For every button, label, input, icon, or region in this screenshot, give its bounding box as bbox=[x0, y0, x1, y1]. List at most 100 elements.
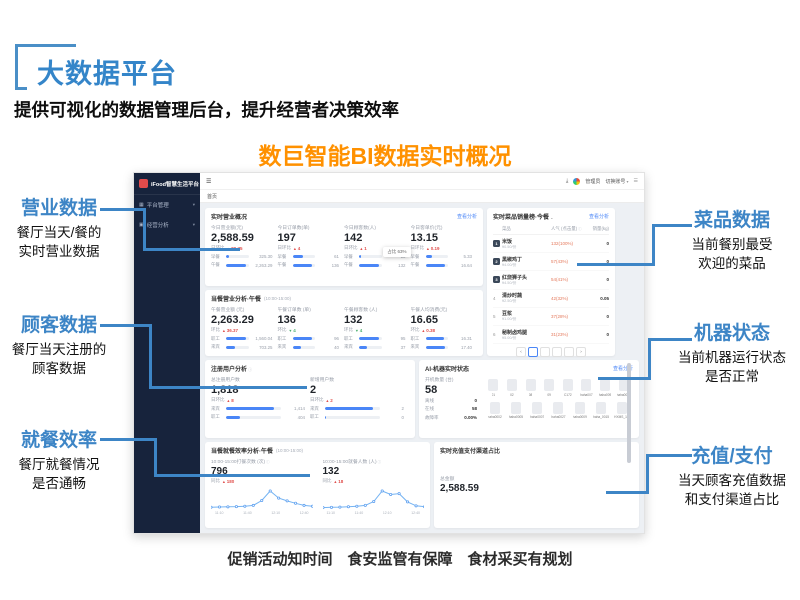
dish-sales-cell: 0 bbox=[606, 313, 609, 319]
page-number-button[interactable] bbox=[540, 347, 550, 358]
sidebar-item-label: 经营分析 bbox=[146, 223, 169, 229]
callout-recharge-payment: 充值/支付 当天顾客充值数据 和支付渠道占比 bbox=[662, 441, 800, 510]
table-row[interactable]: 2 黑椒鸡丁¥4.00/份 57(43%) 0 bbox=[493, 253, 609, 272]
metric-label: 午餐顾客数 (人) bbox=[344, 308, 378, 313]
connector-line bbox=[100, 324, 152, 327]
download-icon[interactable] bbox=[566, 178, 568, 185]
bar-label: 午餐 bbox=[344, 262, 353, 267]
callout-title: 充值/支付 bbox=[691, 446, 773, 467]
panel-payment-channels: 实时充值支付渠道占比 总金额 2,588.59 bbox=[434, 442, 639, 528]
menu-collapse-icon[interactable] bbox=[206, 178, 211, 185]
dish-sales-cell: 0 bbox=[606, 241, 609, 247]
dashboard-main: 管理员 切换账号 首页 实时营业概况 查看分析 bbox=[200, 173, 644, 533]
bar-value: 2 bbox=[401, 406, 404, 411]
connector-line bbox=[598, 377, 651, 380]
page-subtitle: 提供可视化的数据管理后台，提升经营者决策效率 bbox=[14, 100, 399, 120]
bar-fill bbox=[425, 255, 433, 258]
username[interactable]: 管理员 bbox=[585, 178, 601, 185]
scrollbar-thumb[interactable] bbox=[627, 363, 631, 463]
bar-value: 325.30 bbox=[259, 254, 273, 259]
page-number-button[interactable] bbox=[564, 347, 574, 358]
bar-fill bbox=[292, 255, 303, 258]
topbar-right: 管理员 切换账号 bbox=[566, 177, 638, 185]
callout-desc: 餐厅当天/餐的 实时营业数据 bbox=[16, 225, 102, 259]
next-page-button[interactable] bbox=[576, 347, 586, 358]
bar-fill bbox=[325, 407, 374, 410]
trend-arrow-icon: ▲ bbox=[333, 479, 338, 484]
view-analysis-link[interactable]: 查看分析 bbox=[588, 214, 609, 220]
chart-trend: 同比 ▲18 bbox=[323, 478, 425, 484]
page-number-button[interactable] bbox=[528, 347, 538, 358]
trend-label: 日环比 bbox=[310, 397, 324, 402]
machine-id: 08 bbox=[528, 392, 533, 397]
metric-cell: 午餐顾客数 (人) 132 环比 ▼4 职工 95 来宾 37 bbox=[344, 306, 411, 350]
rank-badge: 2 bbox=[493, 258, 500, 266]
bar-track bbox=[425, 337, 448, 340]
tab-home[interactable]: 首页 bbox=[207, 193, 218, 200]
topbar: 管理员 切换账号 bbox=[200, 173, 644, 190]
panel-title: 实时营业概况 bbox=[211, 215, 248, 221]
trend-delta: ▲36.37 bbox=[222, 327, 239, 333]
sidebar-nav: ▦ 平台管理 ▣ 经营分析 bbox=[134, 195, 200, 235]
view-analysis-link[interactable]: 查看分析 bbox=[456, 214, 477, 220]
dish-name-cell: 米饭¥0.50/份 bbox=[502, 238, 517, 249]
table-row[interactable]: 3 红烧狮子头¥4.50/份 54(41%) 0 bbox=[493, 271, 609, 290]
table-row[interactable]: 5 豆浆¥1.00/份 37(28%) 0 bbox=[493, 308, 609, 326]
callout-title: 顾客数据 bbox=[20, 315, 97, 336]
trend-delta: ▲4 bbox=[293, 245, 301, 251]
machine-id: haha0002 bbox=[487, 415, 502, 419]
machine-id: C172 bbox=[564, 392, 572, 397]
bar-track bbox=[325, 415, 380, 419]
machine-count-label: 开机数量 (台) bbox=[425, 378, 454, 383]
dish-popularity-cell: 57(43%) bbox=[551, 259, 569, 265]
connector-line bbox=[606, 491, 649, 494]
rank-badge: 6 bbox=[493, 332, 496, 338]
column-dish: 菜品 bbox=[502, 226, 511, 231]
table-row[interactable]: 6 秘制卤鸡腿¥5.00/份 31(23%) 0 bbox=[493, 326, 609, 345]
bar-value: 136 bbox=[331, 262, 339, 268]
dish-sales-cell: 0 bbox=[606, 277, 609, 283]
table-row[interactable]: 4 清炒时蔬¥2.50/份 42(32%) 0.05 bbox=[493, 290, 609, 308]
bar-label: 来宾 bbox=[344, 344, 353, 349]
connector-line bbox=[143, 248, 240, 251]
bar-label: 午餐 bbox=[211, 262, 220, 267]
stat-key: 离线 bbox=[425, 398, 434, 404]
payment-total-value: 2,588.59 bbox=[440, 482, 479, 494]
bar-label: 早餐 bbox=[277, 253, 287, 259]
machine-icon bbox=[510, 401, 521, 414]
avatar[interactable] bbox=[573, 177, 581, 185]
switch-account-button[interactable]: 切换账号 bbox=[605, 178, 628, 185]
machine-id: haha0009 bbox=[572, 415, 587, 419]
bar-label: 职工 bbox=[211, 335, 220, 341]
sidebar-item[interactable]: ▣ 经营分析 bbox=[134, 215, 200, 235]
machine-id: haha007 bbox=[580, 392, 593, 397]
payment-summary: 总金额 2,588.59 bbox=[440, 475, 538, 496]
view-analysis-link[interactable]: 查看分析 bbox=[612, 366, 633, 372]
connector-line bbox=[652, 224, 655, 266]
sidebar-item-icon: ▣ bbox=[139, 222, 144, 228]
metric-label: 午餐人均消费(元) bbox=[410, 308, 448, 313]
page-number-button[interactable] bbox=[552, 347, 562, 358]
dish-name-cell: 红烧狮子头¥4.50/份 bbox=[502, 274, 528, 285]
chart-value: 796 bbox=[211, 466, 228, 477]
metric-bar-row: 午餐 2,263.29 bbox=[211, 262, 273, 268]
metric-trend: 日环比 ▲1 bbox=[344, 245, 406, 251]
bar-label: 职工 bbox=[344, 335, 353, 341]
trend-label: 环比 bbox=[211, 327, 220, 332]
metric-label: 今日客单价(元) bbox=[410, 226, 443, 231]
connector-line bbox=[648, 338, 692, 341]
hamburger-icon[interactable] bbox=[634, 178, 638, 184]
donut-hole bbox=[561, 471, 589, 499]
dish-popularity-cell: 42(32%) bbox=[551, 295, 569, 301]
metric-trend: 环比 ▼4 bbox=[344, 327, 406, 333]
machine-stat-row: 离线 0 bbox=[425, 398, 477, 404]
metric-value: 136 bbox=[277, 314, 296, 326]
machine-item: 08 bbox=[521, 379, 540, 397]
machine-icon bbox=[581, 379, 592, 391]
sidebar-item[interactable]: ▦ 平台管理 bbox=[134, 195, 200, 215]
prev-page-button[interactable] bbox=[516, 347, 526, 358]
chart-trend: 同比 ▲180 bbox=[211, 478, 313, 484]
table-row[interactable]: 1 米饭¥0.50/份 132(100%) 0 bbox=[493, 235, 609, 254]
trend-delta: ▲18 bbox=[333, 478, 344, 484]
